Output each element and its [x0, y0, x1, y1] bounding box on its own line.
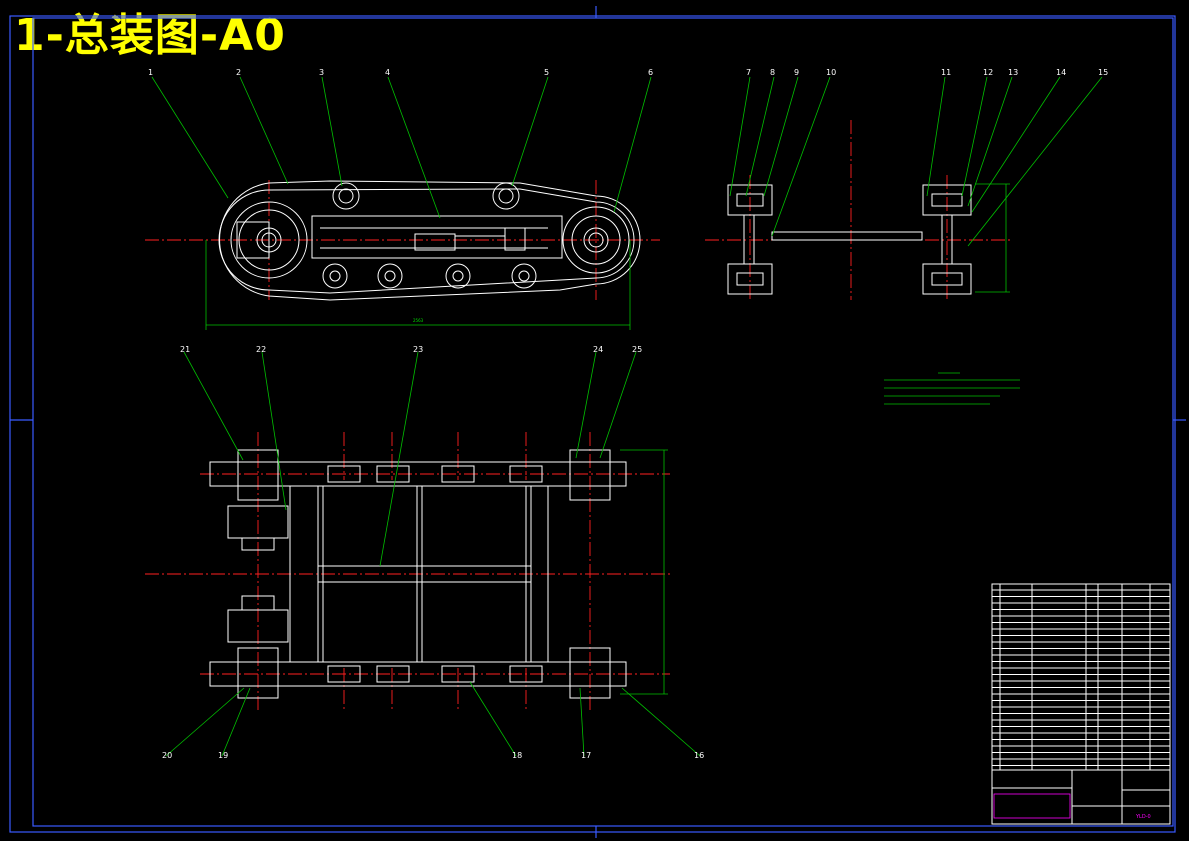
part-label: 17 — [581, 751, 591, 760]
side-view: 7 8 9 10 11 12 13 14 15 — [705, 68, 1108, 300]
part-label: 9 — [794, 68, 799, 77]
part-label: 3 — [319, 68, 324, 77]
part-label: 10 — [826, 68, 836, 77]
part-label: 25 — [632, 345, 642, 354]
part-label: 4 — [385, 68, 390, 77]
part-label: 2 — [236, 68, 241, 77]
frame-body — [311, 215, 563, 259]
part-label: 8 — [770, 68, 775, 77]
part-label: 6 — [648, 68, 653, 77]
part-label: 11 — [941, 68, 951, 77]
track-rollers — [322, 263, 537, 289]
part-label: 19 — [218, 751, 228, 760]
part-label: 14 — [1056, 68, 1066, 77]
part-label: 15 — [1098, 68, 1108, 77]
part-label: 1 — [148, 68, 153, 77]
drive-wheel — [230, 201, 308, 279]
title-block: YLD-0 — [991, 769, 1171, 825]
part-label: 16 — [694, 751, 704, 760]
part-label: 24 — [593, 345, 603, 354]
part-label: 7 — [746, 68, 751, 77]
parts-list-table — [991, 583, 1171, 771]
drawing-title: 1-总装图-A0 — [14, 10, 286, 61]
part-label: 21 — [180, 345, 190, 354]
front-view: 2563 1 2 3 4 5 6 — [145, 68, 660, 330]
part-label: 18 — [512, 751, 522, 760]
part-label: 13 — [1008, 68, 1018, 77]
carrier-roller — [492, 182, 520, 210]
drawing-code: YLD-0 — [1135, 814, 1151, 820]
part-label: 20 — [162, 751, 172, 760]
svg-text:2563: 2563 — [413, 318, 424, 323]
part-label: 22 — [256, 345, 266, 354]
part-label: 12 — [983, 68, 993, 77]
top-view: 21 22 23 24 25 20 19 18 17 16 — [145, 345, 704, 760]
part-label: 5 — [544, 68, 549, 77]
idler-wheel — [562, 206, 630, 274]
outer-frame — [9, 15, 1176, 833]
inner-frame — [32, 17, 1174, 827]
technical-notes — [884, 372, 1020, 405]
part-label: 23 — [413, 345, 423, 354]
carrier-roller — [332, 182, 360, 210]
